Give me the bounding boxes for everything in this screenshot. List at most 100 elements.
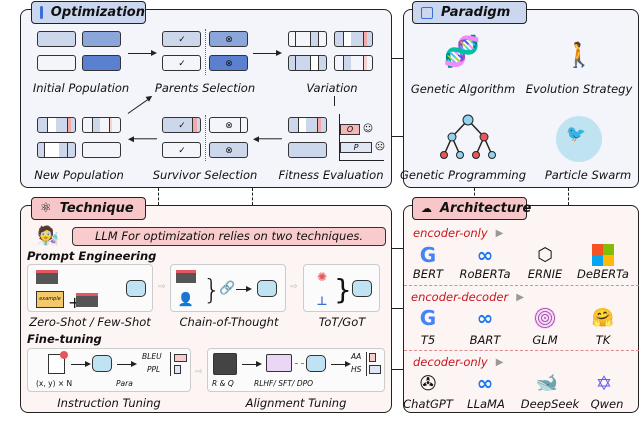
group-header: decoder-only ▶ <box>413 355 503 369</box>
tree-icon <box>440 114 496 159</box>
atom-icon: ⚛ <box>40 201 52 216</box>
method-label: Alignment Tuning <box>245 396 347 410</box>
group-header: encoder-only ▶ <box>413 226 503 240</box>
align-methods-label: RLHF/ SFT/ DPO <box>254 379 314 388</box>
robot-icon <box>352 280 372 297</box>
openai-logo: ✇ <box>419 371 437 395</box>
step-label: Parents Selection <box>154 81 256 95</box>
metric-label: PPL <box>147 365 161 374</box>
group-header: encoder-decoder ▶ <box>411 290 524 304</box>
model-label: DeBERTa <box>577 267 629 281</box>
cross-icon: ⊗ <box>225 35 233 45</box>
thinker-icon: 👤 <box>177 292 195 308</box>
google-logo: G <box>419 243 437 267</box>
scientist-avatar: 🧑‍🔬 <box>36 225 60 247</box>
dna-icon: 🧬 <box>443 34 481 70</box>
metric-label: HS <box>351 365 362 374</box>
triangle-right-icon: ▶ <box>495 227 504 239</box>
connector <box>392 248 403 249</box>
speech-bubble: LLM For optimization relies on two techn… <box>72 227 386 246</box>
paradigm-panel <box>403 9 639 188</box>
step-label: Variation <box>306 81 358 95</box>
connector <box>568 188 569 205</box>
deepseek-logo: 🐋 <box>535 372 559 394</box>
technique-tab: ⚛ Technique <box>31 197 146 220</box>
model-label: RoBERTa <box>459 267 511 281</box>
prompt-engineering-heading: Prompt Engineering <box>27 249 157 263</box>
divider <box>404 350 639 351</box>
robot-icon <box>92 355 112 372</box>
model-label: LLaMA <box>467 397 505 411</box>
graph-icon: ✺ <box>316 270 328 284</box>
model-label: BERT <box>412 267 444 281</box>
cross-icon: ⊗ <box>225 146 233 156</box>
checklist-icon <box>213 353 237 375</box>
arrow <box>255 138 282 140</box>
connector <box>392 308 403 309</box>
google-logo: G <box>419 306 437 330</box>
group-label: decoder-only <box>413 355 488 369</box>
triangle-right-icon: ▶ <box>516 291 524 303</box>
paradigm-label: Genetic Programming <box>400 168 526 182</box>
example-folder: example <box>36 291 64 308</box>
paradigm-label: Particle Swarm <box>544 168 632 182</box>
arrow <box>253 49 282 57</box>
parent-bar: P <box>340 142 372 153</box>
glm-logo <box>534 307 556 329</box>
microsoft-logo <box>592 244 614 266</box>
check-icon: ✓ <box>178 146 186 156</box>
model-label: GLM <box>532 333 558 347</box>
step-label: New Population <box>34 168 124 182</box>
alignment-tuning-box: R & Q RLHF/ SFT/ DPO AA HS <box>207 348 385 392</box>
metric-label: BLEU <box>142 352 162 361</box>
step-label: Initial Population <box>32 81 130 95</box>
model-label: Qwen <box>590 397 624 411</box>
check-icon: ✓ <box>178 35 186 45</box>
meta-logo: ∞ <box>476 371 494 395</box>
connector <box>392 136 403 137</box>
model-label: BART <box>469 333 501 347</box>
paradigm-label: Genetic Algorithm <box>410 82 516 96</box>
architecture-tab: ☁ Architecture <box>412 197 531 220</box>
model-label: DeepSeek <box>520 397 580 411</box>
window-icon <box>40 6 43 19</box>
step-label: Survivor Selection <box>152 168 258 182</box>
tot-got-box: ✺ ⊥ } <box>303 264 380 312</box>
frown-icon: ☹ <box>374 141 386 153</box>
meta-logo: ∞ <box>476 306 494 330</box>
qwen-logo: ✡ <box>595 371 613 395</box>
triangle-right-icon: ▶ <box>495 356 504 368</box>
model-label: T5 <box>420 333 436 347</box>
paradigm-tab: Paradigm <box>412 1 527 24</box>
check-icon: ✓ <box>178 59 186 69</box>
offspring-bar: O <box>340 124 360 135</box>
arrow <box>130 138 157 140</box>
method-label: Zero-Shot / Few-Shot <box>29 315 151 329</box>
check-icon: ✓ <box>178 121 186 131</box>
connector <box>474 188 475 205</box>
para-label: Para <box>116 379 133 388</box>
method-label: Instruction Tuning <box>57 396 161 410</box>
paradigm-label: Evolution Strategy <box>525 82 633 96</box>
group-label: encoder-decoder <box>411 290 509 304</box>
divider <box>404 285 639 286</box>
method-label: ToT/GoT <box>318 315 366 329</box>
tree-of-thought-icon: ⊥ <box>316 294 328 308</box>
method-label: Chain-of-Thought <box>179 315 279 329</box>
group-label: encoder-only <box>413 226 488 240</box>
model-label: TK <box>595 333 611 347</box>
chain-of-thought-box: 👤 } 🔗 <box>170 264 286 312</box>
connector <box>252 188 253 205</box>
step-label: Fitness Evaluation <box>278 168 384 182</box>
chain-link-icon: 🔗 <box>219 281 236 296</box>
architecture-panel <box>403 205 639 413</box>
swarm-icon: 🐦 <box>556 116 602 162</box>
llm-icon: ☁ <box>421 202 432 215</box>
fine-tuning-heading: Fine-tuning <box>27 332 102 346</box>
connector <box>392 58 403 59</box>
cross-icon: ⊗ <box>225 59 233 69</box>
optimization-tab: Optimization <box>31 1 146 24</box>
zero-few-shot-box: example + <box>27 264 153 312</box>
robot-icon <box>306 355 326 372</box>
cross-icon: ⊗ <box>225 121 233 131</box>
